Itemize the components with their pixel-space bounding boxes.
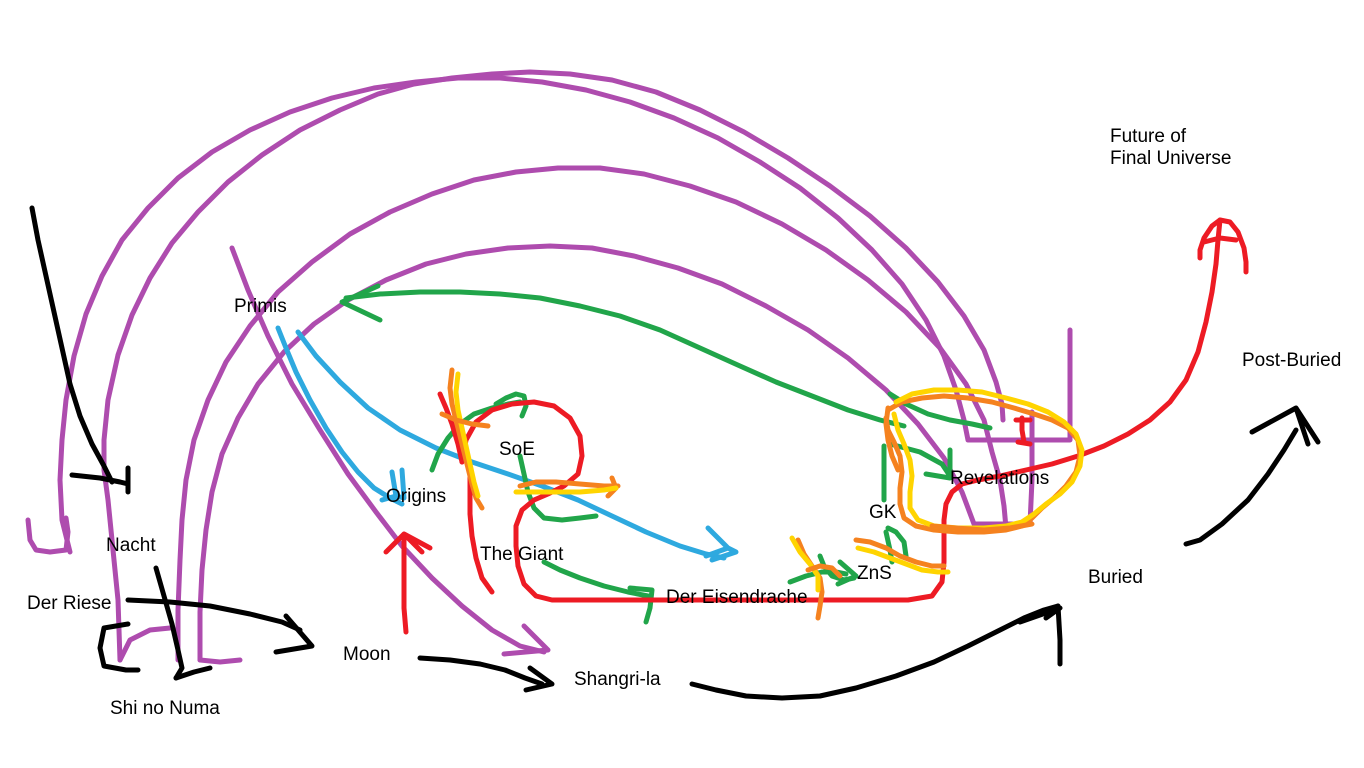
- stroke-green-zns-arrow: [835, 559, 859, 587]
- stroke-black-shinonuma-foot: [173, 665, 213, 681]
- stroke-purple-descent-shangri: [197, 657, 243, 665]
- stroke-green-soe-b: [493, 391, 529, 419]
- stroke-purple-long-diagonal: [229, 245, 547, 655]
- map-label-shangri-la: Shangri-la: [574, 669, 661, 690]
- stroke-orange-gk-stem: [883, 405, 901, 473]
- stroke-green-top: [343, 289, 907, 429]
- stroke-black-derriese-line: [125, 597, 303, 633]
- stroke-purple-descent-left: [117, 625, 173, 663]
- map-label-zns: ZnS: [857, 563, 892, 584]
- stroke-red-moon-arrow: [383, 531, 433, 635]
- map-label-buried: Buried: [1088, 567, 1143, 588]
- map-label-primis: Primis: [234, 296, 287, 317]
- stroke-black-buried-tick: [1055, 603, 1063, 667]
- stroke-blue-primis-b-arrow: [703, 525, 739, 563]
- stroke-black-shinonuma-bracket: [97, 621, 141, 673]
- stroke-black-nacht-tick: [69, 465, 131, 495]
- map-label-soe: SoE: [499, 439, 535, 460]
- stroke-black-shinonuma-vertical: [153, 565, 185, 681]
- map-label-shi-no-numa: Shi no Numa: [110, 698, 220, 719]
- stroke-blue-primis-a: [275, 325, 405, 507]
- map-label-moon: Moon: [343, 644, 391, 665]
- map-label-gk: GK: [869, 502, 897, 523]
- stroke-red-rev-tick: [1013, 415, 1033, 447]
- stroke-red-soe-left-branch: [437, 391, 465, 465]
- stroke-green-top-arrowhead: [339, 283, 383, 323]
- stroke-black-shangri-line: [417, 655, 545, 687]
- stroke-red-soe-loop: [459, 217, 1223, 603]
- stroke-black-nacht-line: [29, 205, 115, 485]
- map-label-revelations: Revelations: [950, 468, 1050, 489]
- stroke-yellow-zns-c: [855, 545, 951, 575]
- stroke-blue-primis-a-arrow: [379, 467, 407, 503]
- stroke-black-postburied-arrowhead: [1249, 405, 1321, 447]
- map-label-nacht: Nacht: [106, 535, 156, 556]
- stroke-purple-arrowhead-shangri: [501, 623, 551, 657]
- map-label-future-of-final-universe-line-1: Future of: [1110, 126, 1187, 147]
- stroke-yellow-rev-outline: [891, 387, 1085, 531]
- stroke-orange-zns-b: [805, 563, 843, 579]
- stroke-red-giant-down: [467, 467, 495, 595]
- stroke-blue-primis-b: [295, 329, 727, 561]
- stroke-purple-arc-inner: [57, 75, 1073, 555]
- stroke-black-derriese-arrow: [273, 613, 315, 655]
- stroke-purple-hook-left: [25, 515, 71, 555]
- stroke-green-bottom: [541, 559, 651, 599]
- map-label-der-eisendrache: Der Eisendrache: [666, 587, 808, 608]
- stroke-purple-arc-second: [175, 165, 1009, 663]
- stroke-orange-zns-c: [853, 537, 947, 569]
- stroke-orange-origins-branch: [439, 411, 491, 429]
- stroke-orange-rev-bottom: [929, 521, 1035, 533]
- map-label-the-giant: The Giant: [480, 544, 564, 565]
- stroke-yellow-zns-a: [789, 535, 821, 593]
- stroke-black-postburied-line: [1183, 427, 1299, 547]
- map-label-origins: Origins: [386, 486, 447, 507]
- stroke-red-top-hook: [1197, 217, 1249, 275]
- stroke-yellow-giant-bar: [513, 485, 619, 495]
- stroke-black-shangri-arrow: [523, 665, 555, 693]
- stroke-black-buried-curve: [689, 603, 1061, 701]
- map-label-der-riese: Der Riese: [27, 593, 112, 614]
- map-label-future-of-final-universe-line-2: Final Universe: [1110, 148, 1232, 169]
- map-label-post-buried: Post-Buried: [1242, 350, 1342, 371]
- stroke-yellow-origins-vert: [453, 371, 481, 499]
- stroke-green-giant-v: [517, 453, 599, 523]
